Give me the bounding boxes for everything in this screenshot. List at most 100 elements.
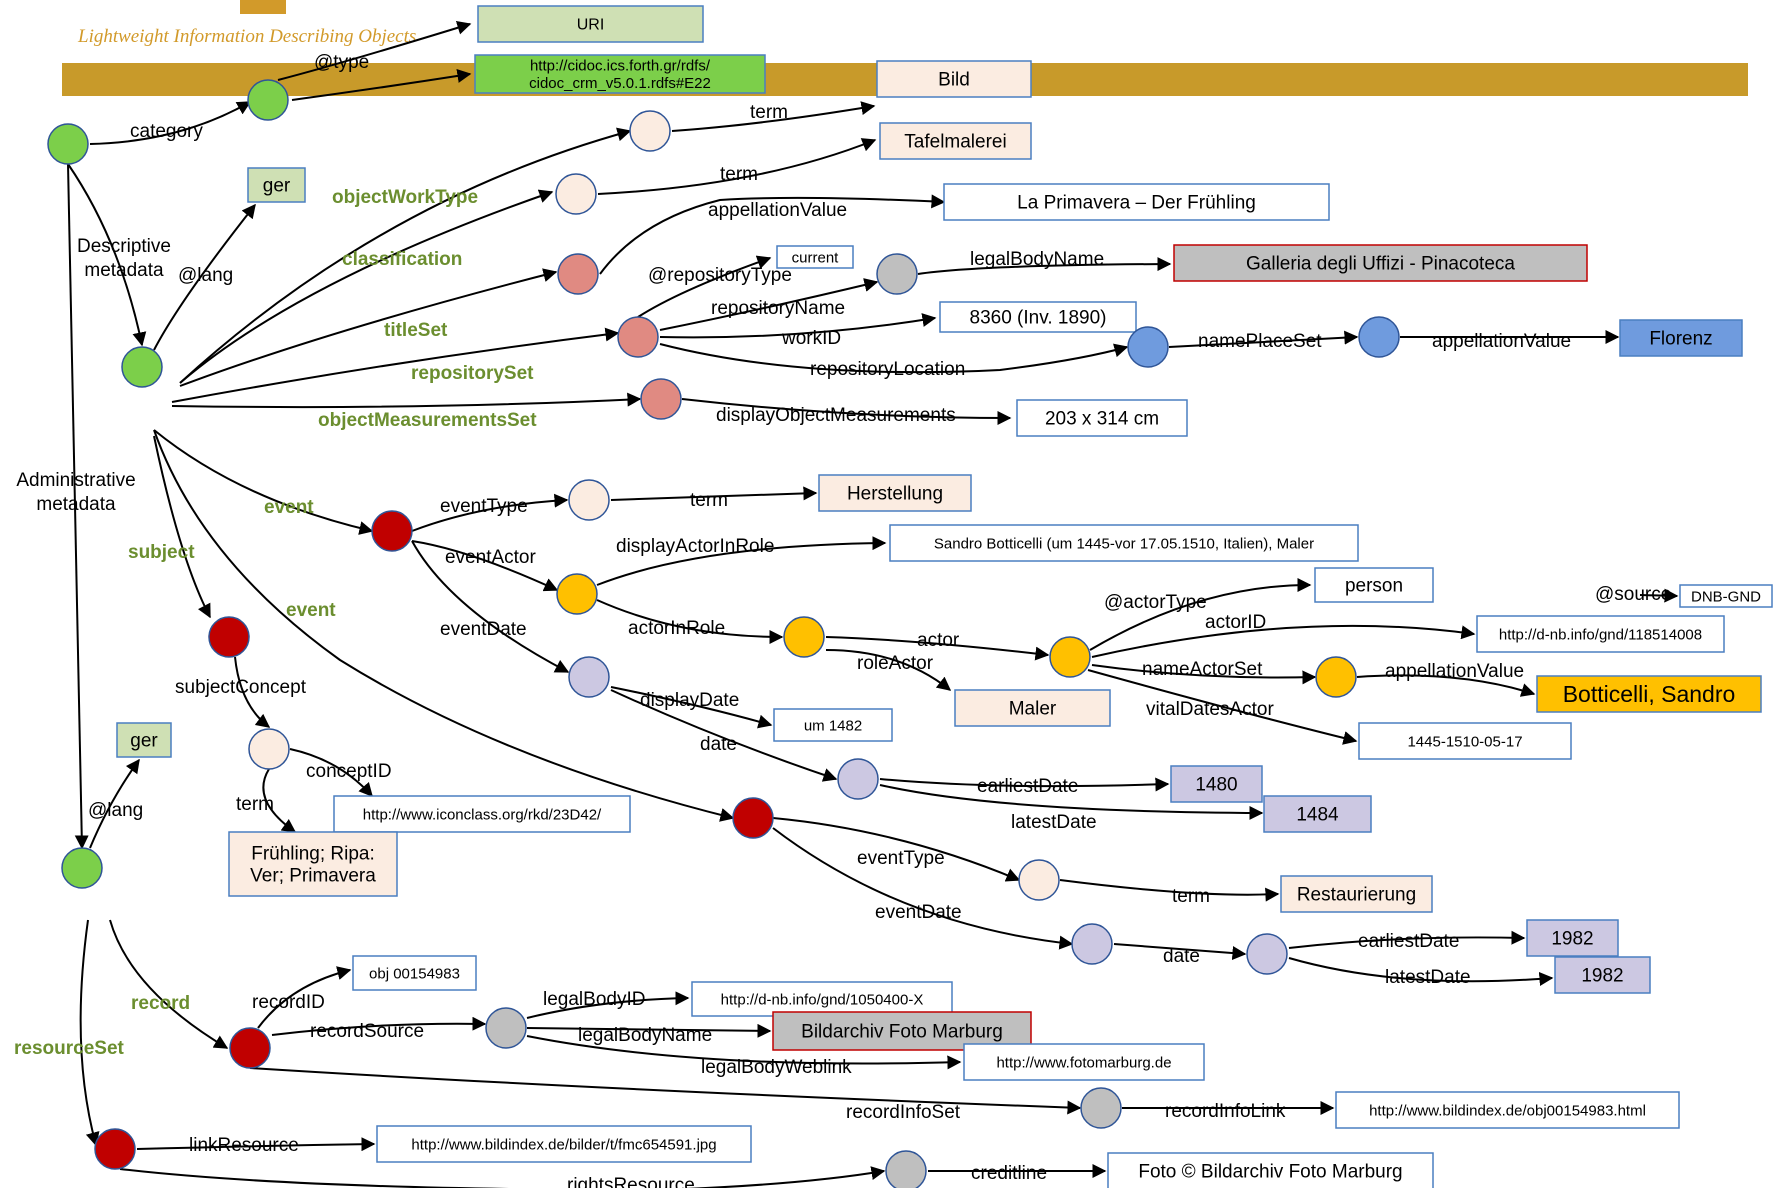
edge-arrow	[79, 919, 100, 1147]
value-box-text: ger	[263, 176, 291, 197]
value-box-text: Tafelmalerei	[904, 132, 1006, 153]
node-circle-date1	[568, 656, 610, 698]
edge-label-adminmeta: Administrative	[16, 470, 135, 491]
value-box-fruh	[228, 831, 398, 897]
edge-arrow	[119, 1166, 886, 1188]
edge-label-adminmeta: metadata	[36, 494, 116, 515]
value-box-text: Maler	[1009, 699, 1057, 720]
edge-arrow	[1059, 879, 1280, 902]
edge-arrow	[596, 536, 887, 586]
edge-arrow	[1639, 588, 1679, 603]
value-box-vital	[1358, 722, 1572, 760]
node-circle-legal	[876, 253, 918, 295]
edge-label-objectWorkType: objectWorkType	[332, 187, 478, 208]
value-box-text: http://d-nb.info/gnd/1050400-X	[721, 991, 924, 1008]
value-box-florenz	[1619, 319, 1743, 357]
node-circle-actor1	[556, 573, 598, 615]
edge-arrow	[179, 268, 558, 387]
edge-label-actorLbl: actor	[917, 630, 960, 651]
edge-label-legalBodyID: legalBodyID	[543, 989, 645, 1010]
node-circle-ev2	[732, 797, 774, 839]
node-circle-title	[557, 253, 599, 295]
edge-arrow	[659, 278, 879, 331]
node-circle-ev1type	[568, 479, 610, 521]
node-circle-rights	[885, 1150, 927, 1188]
value-box-d1484	[1263, 795, 1372, 833]
edge-label-conceptID: conceptID	[306, 761, 392, 782]
value-box-text: La Primavera – Der Frühling	[1017, 193, 1256, 214]
node-circle-concept	[248, 728, 290, 770]
edge-label-date1: date	[700, 734, 737, 755]
edge-arrow	[637, 255, 772, 318]
node-circle-air	[783, 616, 825, 658]
edge-arrow	[153, 203, 256, 351]
value-box-text: 1445-1510-05-17	[1407, 733, 1522, 750]
value-box-text: 203 x 314 cm	[1045, 409, 1159, 430]
node-circle-admin	[61, 847, 103, 889]
edge-arrow	[610, 486, 818, 501]
edge-arrow	[179, 189, 554, 384]
node-circle-meas	[640, 378, 682, 420]
edge-label-legalBodyName1: legalBodyName	[970, 249, 1104, 270]
edge-label-repositorySet: repositorySet	[411, 363, 534, 384]
node-circle-clsTerm	[629, 110, 671, 152]
edge-label-term1: term	[750, 102, 788, 123]
edge-arrow	[67, 163, 147, 347]
value-box-gnd2	[691, 981, 953, 1017]
edge-label-term2: term	[720, 164, 758, 185]
edge-arrow	[234, 656, 271, 728]
node-circle-nameSet	[1315, 656, 1357, 698]
value-box-measbox	[1016, 399, 1188, 437]
edge-label-descmeta: Descriptive	[77, 236, 171, 257]
value-box-ger2	[116, 722, 172, 758]
node-circle-ev2type	[1018, 859, 1060, 901]
edge-arrow	[262, 768, 297, 833]
edge-arrow	[249, 1067, 1082, 1115]
edge-arrow	[772, 827, 1074, 950]
edge-arrow	[772, 817, 1021, 882]
value-box-fotom	[963, 1043, 1205, 1081]
edge-arrow	[89, 758, 140, 849]
value-box-um1482	[773, 708, 893, 742]
value-box-d1982a	[1526, 919, 1619, 957]
value-box-text: 8360 (Inv. 1890)	[970, 308, 1107, 329]
value-box-ger1	[247, 167, 306, 203]
value-box-restaur	[1280, 875, 1433, 913]
node-circle-place	[1127, 326, 1169, 368]
edge-arrow	[825, 636, 1050, 661]
edge-arrow	[1087, 669, 1358, 745]
edge-label-legalBodyName2: legalBodyName	[578, 1025, 712, 1046]
edge-label-actorID: actorID	[1205, 612, 1266, 633]
edge-arrow	[1288, 930, 1526, 949]
value-box-text: Sandro Botticelli (um 1445-vor 17.05.151…	[934, 535, 1314, 552]
edge-label-repotype: @repositoryType	[648, 265, 792, 286]
node-circle-ev2dateb	[1246, 933, 1288, 975]
edge-label-earliest2: earliestDate	[1358, 931, 1459, 952]
node-circle-repo	[617, 316, 659, 358]
edge-arrow	[681, 398, 1012, 425]
edge-arrow	[411, 540, 559, 592]
edge-label-latest2: latestDate	[1385, 967, 1471, 988]
edge-arrow	[109, 919, 229, 1049]
edge-arrow	[1356, 674, 1536, 697]
edge-arrow	[1091, 664, 1317, 685]
edge-label-eventDate1: eventDate	[440, 619, 527, 640]
value-box-text: http://cidoc.ics.forth.gr/rdfs/	[530, 58, 711, 75]
value-box-text: http://www.bildindex.de/bilder/t/fmc6545…	[411, 1136, 716, 1153]
value-box-text: obj 00154983	[369, 965, 460, 982]
edge-label-legalBodyWeblink: legalBodyWeblink	[701, 1057, 852, 1078]
value-box-text: Bildarchiv Foto Marburg	[801, 1022, 1003, 1043]
value-box-text: Frühling; Ripa:	[251, 844, 375, 865]
edge-arrow	[171, 392, 642, 409]
value-box-text: 1982	[1581, 966, 1623, 987]
value-box-marburg	[772, 1011, 1032, 1051]
value-box-credit	[1107, 1152, 1434, 1188]
edge-arrow	[153, 429, 374, 535]
edge-label-lang1: @lang	[178, 265, 233, 286]
value-box-sandro	[889, 524, 1359, 562]
value-box-text: um 1482	[804, 717, 862, 734]
edge-label-linkResource: linkResource	[189, 1135, 299, 1156]
edge-arrow	[659, 313, 937, 339]
edge-arrow	[411, 540, 570, 673]
